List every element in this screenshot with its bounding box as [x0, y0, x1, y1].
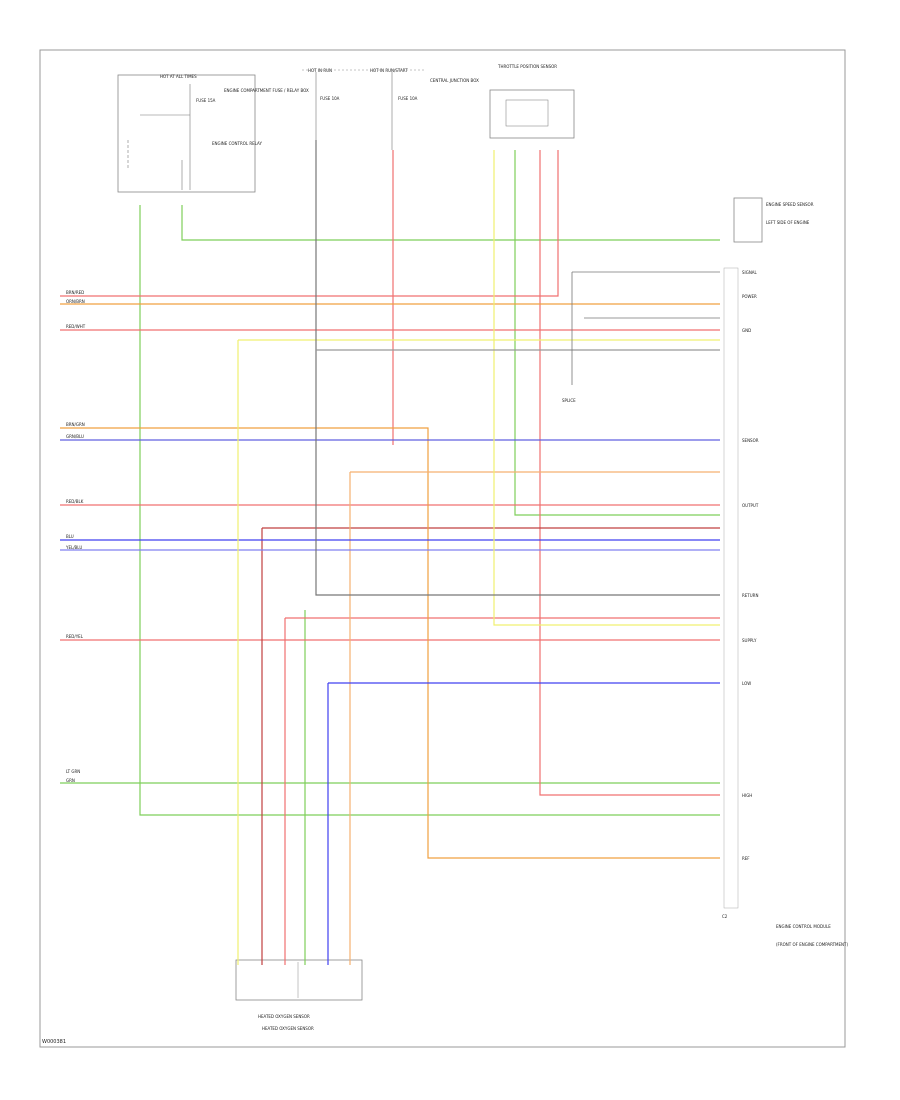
relay-right-note: LEFT SIDE OF ENGINE: [766, 220, 810, 225]
wire-code-5: RED/BLK: [66, 499, 84, 504]
pin-label-5: RETURN: [742, 593, 758, 598]
fuse-relay-box: HOT AT ALL TIMES ENGINE COMPARTMENT FUSE…: [117, 74, 309, 193]
fuse-b-label: FUSE 10A: [398, 96, 418, 101]
wire-green-4: [514, 150, 720, 516]
throttle-position-sensor: THROTTLE POSITION SENSOR: [489, 64, 575, 139]
wire-green-2: [181, 205, 720, 241]
wire-red-5: [539, 150, 720, 796]
bottom-component-label: HEATED OXYGEN SENSOR: [258, 1014, 310, 1019]
fuse-box-fuse: FUSE 15A: [196, 98, 216, 103]
diagram-frame: [39, 49, 846, 1048]
wire-code-8: RED/YEL: [66, 634, 84, 639]
wire-code-2: RED/WHT: [66, 324, 86, 329]
wire-code-6: BLU: [66, 534, 74, 539]
splice-label: SPLICE: [562, 398, 576, 403]
wire-red-1: [60, 150, 559, 297]
left-wire-labels: BRN/RED ORN/BRN RED/WHT BRN/GRN GRN/BLU …: [65, 290, 86, 783]
sensor-top-title: THROTTLE POSITION SENSOR: [497, 64, 557, 69]
wire-code-10: GRN: [66, 778, 75, 783]
pin-label-9: REF: [742, 856, 750, 861]
wire-yellow-3: [493, 150, 720, 626]
pin-label-1: POWER: [742, 294, 757, 299]
page-id: W000381: [42, 1039, 66, 1045]
wire-orange-2: [60, 427, 720, 859]
bottom-component-note: HEATED OXYGEN SENSOR: [262, 1026, 314, 1031]
ecm-label: ENGINE CONTROL MODULE: [776, 924, 831, 929]
pin-label-6: SUPPLY: [742, 638, 757, 643]
pin-labels: SIGNAL POWER GND SENSOR OUTPUT RETURN SU…: [742, 270, 759, 861]
fuse-b-title: HOT IN RUN/START: [370, 68, 408, 73]
wire-code-7: YEL/BLU: [65, 545, 82, 550]
fuse-b-note: CENTRAL JUNCTION BOX: [430, 78, 479, 83]
connector-label: C2: [722, 914, 728, 919]
fuse-a-title: HOT IN RUN: [308, 68, 332, 73]
pin-label-7: LOW: [742, 681, 751, 686]
ecm-note: (FRONT OF ENGINE COMPARTMENT): [776, 942, 848, 947]
pin-label-8: HIGH: [742, 793, 752, 798]
ecm-connector-strip: [723, 267, 739, 909]
pin-label-4: OUTPUT: [742, 503, 759, 508]
wire-code-0: BRN/RED: [66, 290, 84, 295]
pin-label-2: GND: [742, 328, 751, 333]
fuse-hot-in-run: HOT IN RUN FUSE 10A: [302, 68, 362, 140]
pin-label-3: SENSOR: [742, 438, 759, 443]
fuse-box-relay: ENGINE CONTROL RELAY: [212, 141, 262, 146]
engine-speed-sensor: ENGINE SPEED SENSOR LEFT SIDE OF ENGINE: [733, 197, 814, 243]
heated-oxygen-sensor: HEATED OXYGEN SENSOR HEATED OXYGEN SENSO…: [235, 959, 363, 1031]
wire-gray-1: [315, 140, 720, 596]
wire-code-3: BRN/GRN: [66, 422, 85, 427]
fuse-box-title: HOT AT ALL TIMES: [160, 74, 197, 79]
wire-green-1: [139, 205, 720, 816]
relay-right-title: ENGINE SPEED SENSOR: [766, 202, 814, 207]
wires: [60, 140, 720, 965]
fuse-hot-in-run-start: HOT IN RUN/START FUSE 10A CENTRAL JUNCTI…: [362, 68, 479, 150]
pin-label-0: SIGNAL: [742, 270, 758, 275]
fuse-a-label: FUSE 10A: [320, 96, 340, 101]
wire-code-4: GRN/BLU: [66, 434, 84, 439]
wire-code-1: ORN/BRN: [66, 299, 85, 304]
wire-code-9: LT GRN: [66, 769, 80, 774]
fuse-box-note: ENGINE COMPARTMENT FUSE / RELAY BOX: [224, 88, 309, 93]
